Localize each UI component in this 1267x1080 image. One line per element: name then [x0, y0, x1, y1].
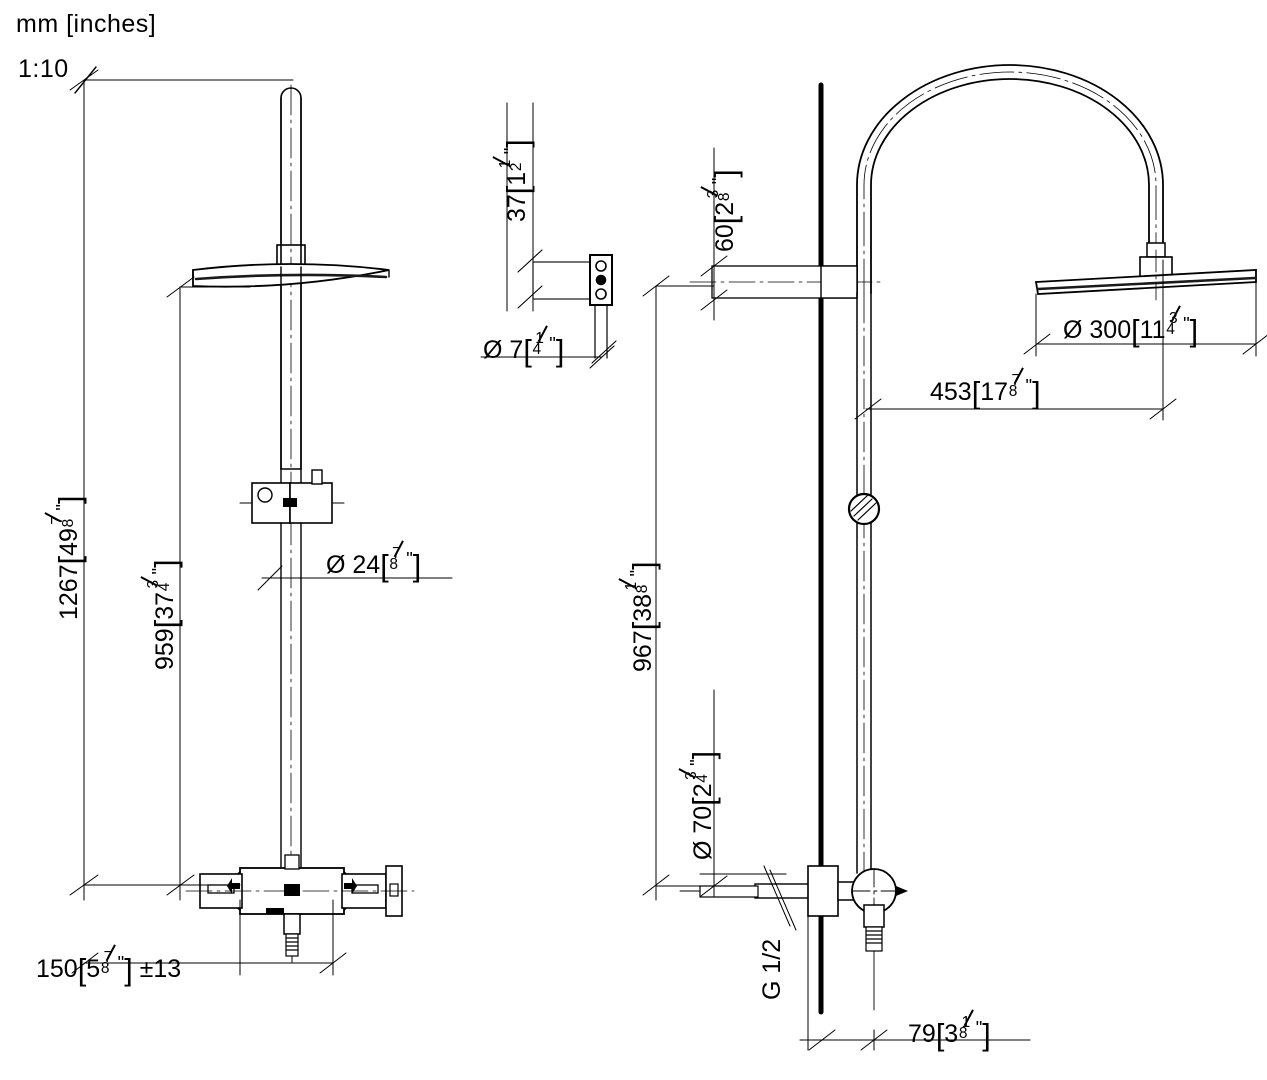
dim-total-height: 1267[4978"] [45, 496, 87, 620]
dim-escutcheon-diameter: Ø 70[234"] [679, 751, 721, 860]
front-elevation-dimensions [69, 69, 453, 976]
dim-valve-centers-tolerance: ±13 [139, 954, 182, 983]
dim-head-diameter-mm: 300 [1089, 315, 1132, 344]
dim-arm-wall-offset-in: 2 [710, 201, 739, 216]
diameter-symbol-icon: Ø [326, 550, 346, 579]
dim-head-diameter-in: 11 [1139, 315, 1166, 344]
dim-valve-centers-in: 5 [86, 954, 101, 983]
dim-head-projection: 453[1778"] [930, 368, 1041, 409]
dim-bracket-offset-in: 1 [502, 171, 531, 186]
dim-head-projection-in: 17 [980, 377, 1009, 406]
diameter-symbol-icon: Ø [688, 840, 717, 860]
dim-head-projection-mm: 453 [930, 377, 972, 406]
dim-side-height: 967[3818"] [619, 561, 661, 672]
dim-screw-hole-mm: 7 [509, 335, 524, 364]
dim-thread-spec: G 1/2 [758, 939, 787, 1000]
dim-arm-wall-offset-mm: 60 [710, 224, 739, 252]
dim-thread-spec-label: G 1/2 [758, 938, 786, 1000]
dim-escutcheon-diameter-in: 2 [688, 783, 717, 798]
dim-riser-height: 959[3734"] [141, 559, 183, 670]
dim-arm-wall-offset: 60[238"] [701, 169, 743, 252]
scale-label: 1:10 [18, 55, 69, 83]
units-label: mm [inches] [16, 10, 157, 38]
dim-valve-centers-mm: 150 [36, 954, 78, 983]
dim-total-height-in: 49 [54, 528, 83, 556]
dim-riser-diameter: Ø 24[78"] [326, 541, 421, 582]
dim-head-diameter: Ø 300[1134"] [1063, 306, 1198, 347]
dim-side-height-in: 38 [628, 593, 657, 622]
wall-bracket-detail-geometry [480, 102, 617, 369]
diameter-symbol-icon: Ø [483, 335, 503, 364]
diameter-symbol-icon: Ø [1063, 315, 1083, 344]
side-elevation-geometry [679, 64, 1257, 1015]
dim-total-height-mm: 1267 [54, 564, 83, 620]
dim-valve-centers: 150[578"] ±13 [36, 945, 182, 986]
side-elevation-dimensions [642, 147, 1267, 1051]
dim-valve-projection-mm: 79 [908, 1019, 936, 1048]
dim-screw-hole: Ø 7[14"] [483, 326, 564, 367]
dim-side-height-mm: 967 [628, 630, 657, 672]
dim-riser-diameter-mm: 24 [352, 550, 381, 579]
front-elevation-geometry [74, 66, 415, 963]
dim-escutcheon-diameter-mm: 70 [688, 805, 717, 834]
dim-valve-projection: 79[318"] [908, 1010, 991, 1051]
dim-bracket-offset-mm: 37 [502, 194, 531, 222]
dim-riser-height-mm: 959 [150, 628, 179, 670]
dim-valve-projection-in: 3 [944, 1019, 959, 1048]
dim-riser-height-in: 37 [150, 591, 179, 620]
dim-bracket-offset: 37[112"] [493, 139, 535, 222]
